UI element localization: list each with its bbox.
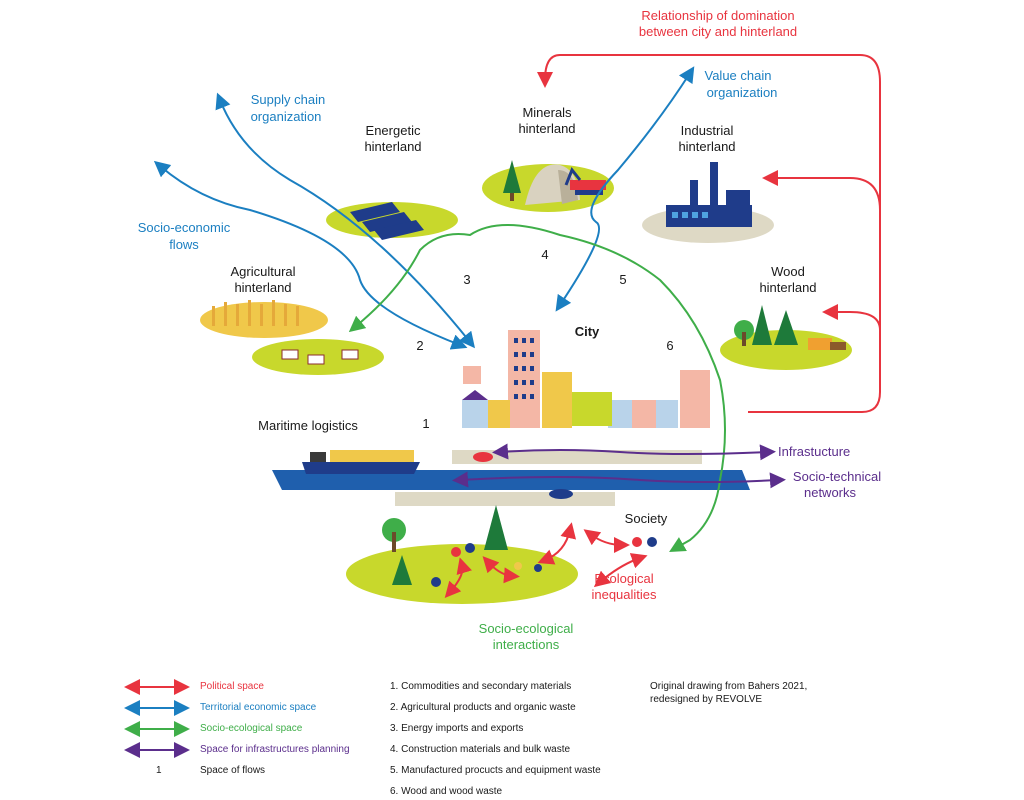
infrastructure-arrow: [492, 443, 776, 461]
legend-item: 4. Construction materials and bulk waste: [390, 744, 571, 755]
supply-chain-label: organization: [251, 109, 322, 124]
legend-item: 1. Commodities and secondary materials: [390, 681, 572, 692]
wood-label: hinterland: [759, 280, 816, 295]
legend-arrows: [124, 679, 190, 758]
flow-number: 4: [541, 247, 548, 262]
legend-item: 2. Agricultural products and organic was…: [390, 702, 576, 713]
wood-label: Wood: [771, 264, 805, 279]
inequality-arrow: [482, 556, 520, 584]
road-bottom: [395, 492, 615, 506]
value-chain-label: Value chain: [705, 68, 772, 83]
domination-arrow: [762, 170, 881, 211]
wood-hinterland: [720, 305, 852, 370]
inequality-arrow: [444, 557, 472, 598]
labels: Relationship of domination between city …: [138, 8, 881, 652]
supply-chain-label: Supply chain: [251, 92, 325, 107]
agricultural-hinterland: [200, 300, 384, 375]
flow-arrows: [153, 54, 881, 598]
legend-item: 3. Energy imports and exports: [390, 723, 524, 734]
socio-economic-arrow: [153, 160, 468, 350]
socio-technical-arrow: [452, 471, 786, 489]
society-label: Society: [625, 511, 668, 526]
credit-text: Original drawing from Bahers 2021,: [650, 681, 808, 692]
socio-technical-label: Socio-technical: [793, 469, 881, 484]
inequality-arrow: [593, 553, 648, 588]
domination-arrow: [537, 54, 881, 413]
industrial-label: hinterland: [678, 139, 735, 154]
agricultural-label: hinterland: [234, 280, 291, 295]
value-chain-arrow: [555, 66, 695, 312]
maritime-label: Maritime logistics: [258, 418, 358, 433]
car: [473, 452, 493, 462]
legend-item: 6. Wood and wood waste: [390, 786, 503, 797]
flow-number: 1: [422, 416, 429, 431]
flow-number: 2: [416, 338, 423, 353]
legend-socio-ecological-label: Socio-ecological space: [200, 723, 303, 734]
minerals-label: hinterland: [518, 121, 575, 136]
legend-flows-label: Space of flows: [200, 765, 266, 776]
socio-economic-label: Socio-economic: [138, 220, 231, 235]
energetic-hinterland: [326, 202, 458, 240]
ecological-inequalities-label: Ecological: [594, 571, 653, 586]
socio-ecological-label: interactions: [493, 637, 560, 652]
city-label: City: [575, 324, 600, 339]
legend-flows-number: 1: [156, 765, 162, 776]
legend-item: 5. Manufactured procucts and equipment w…: [390, 765, 601, 776]
legend-territorial-label: Territorial economic space: [200, 702, 317, 713]
domination-label: between city and hinterland: [639, 24, 797, 39]
inequality-arrow: [583, 529, 630, 553]
socio-ecological-label: Socio-ecological: [479, 621, 574, 636]
agricultural-label: Agricultural: [230, 264, 295, 279]
flow-number: 6: [666, 338, 673, 353]
socio-economic-label: flows: [169, 237, 199, 252]
socio-ecological-arrow: [348, 224, 726, 552]
ecological-inequalities-label: inequalities: [591, 587, 657, 602]
energetic-label: Energetic: [366, 123, 421, 138]
industrial-hinterland: [642, 162, 774, 243]
legend-political-label: Political space: [200, 681, 264, 692]
socio-technical-label: networks: [804, 485, 857, 500]
minerals-hinterland: [482, 160, 614, 212]
flow-number: 3: [463, 272, 470, 287]
infrastructure-label: Infrastucture: [778, 444, 850, 459]
energetic-label: hinterland: [364, 139, 421, 154]
minerals-label: Minerals: [522, 105, 572, 120]
credit-text: redesigned by REVOLVE: [650, 694, 763, 705]
value-chain-label: organization: [707, 85, 778, 100]
domination-arrow: [822, 304, 881, 331]
domination-label: Relationship of domination: [641, 8, 794, 23]
inequality-arrow: [537, 522, 577, 565]
flow-number: 5: [619, 272, 626, 287]
industrial-label: Industrial: [681, 123, 734, 138]
car: [549, 489, 573, 499]
legend-infrastructure-label: Space for infrastructures planning: [200, 744, 350, 755]
cargo-ship: [302, 450, 420, 474]
